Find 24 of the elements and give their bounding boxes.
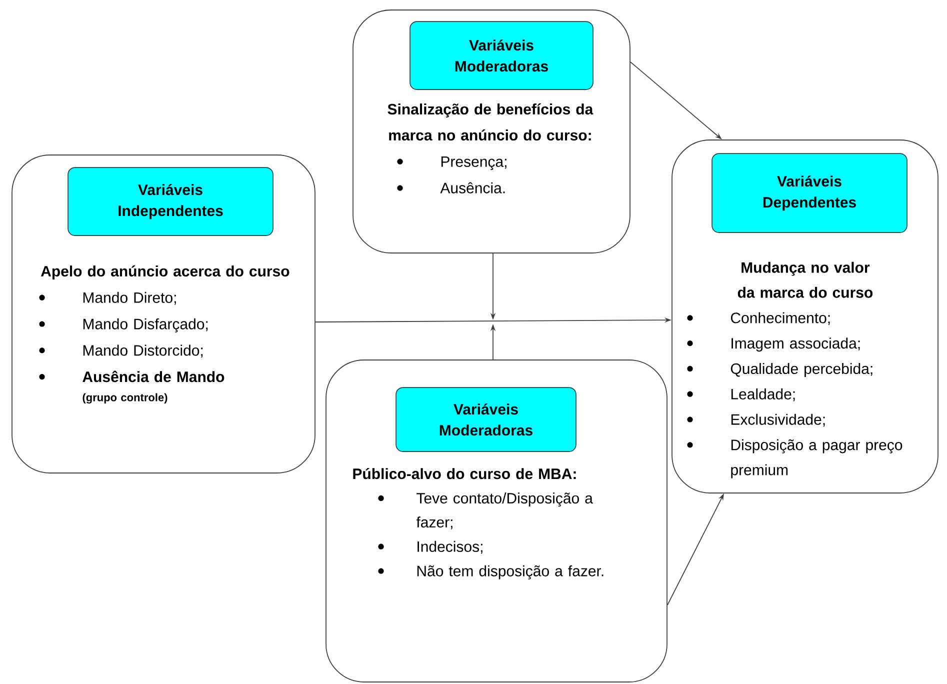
list-item: Imagem associada; xyxy=(732,338,860,352)
list-item: Ausência de Mando xyxy=(82,370,224,382)
header-box: Variáveis Independentes xyxy=(68,167,274,236)
heading-text: Apelo do anúncio acerca do curso xyxy=(40,265,290,280)
list-item: Mando Disfarçado; xyxy=(83,318,208,332)
header-box: Variáveis Moderadoras xyxy=(410,21,594,90)
heading-text: Sinalização de benefícios da marca no anúncio do curso: xyxy=(388,103,594,141)
list-item: Presença; xyxy=(441,156,506,170)
heading-text: Público-alvo do curso de MBA: xyxy=(353,468,576,480)
header-box: Variáveis Dependentes xyxy=(712,153,908,233)
list-item: Disposição a pagar preço premium xyxy=(731,439,902,478)
list-item: Teve contato/Disposição a fazer; xyxy=(416,492,593,530)
list-item: (grupo controle) xyxy=(82,393,168,404)
heading-text: Mudança no valor da marca do curso xyxy=(738,262,873,298)
list-item: Mando Direto; xyxy=(83,292,176,305)
list-item: Qualidade percebida; xyxy=(730,363,872,377)
list-item: Ausência. xyxy=(440,182,505,194)
header-box: Variáveis Moderadoras xyxy=(396,387,576,452)
list-item: Lealdade; xyxy=(731,388,795,402)
list-item: Exclusividade; xyxy=(731,414,825,427)
list-item: Indecisos; xyxy=(418,540,482,554)
list-item: Conhecimento; xyxy=(730,312,830,325)
list-item: Não tem disposição a fazer. xyxy=(417,565,604,580)
list-item: Mando Distorcido; xyxy=(83,344,203,358)
